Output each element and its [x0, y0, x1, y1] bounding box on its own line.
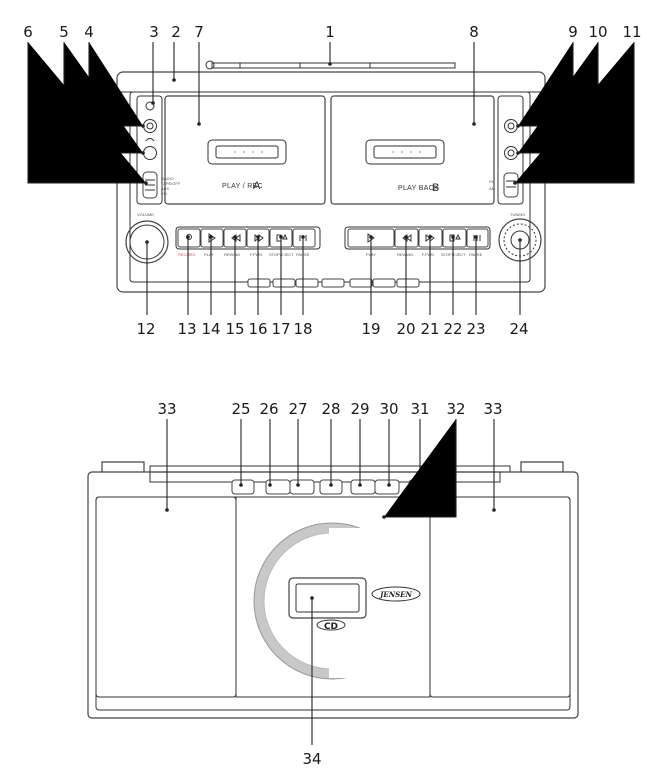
- prev-button[interactable]: [350, 479, 376, 495]
- cd-repeat-button-top[interactable]: [295, 278, 319, 288]
- mic-volume[interactable]: [504, 146, 518, 160]
- ffwd-a-label: F.FWD: [250, 252, 262, 257]
- callout-6: 6: [23, 23, 33, 41]
- cd-stop-button-top[interactable]: [321, 278, 345, 288]
- deck-a-letter: A: [253, 180, 261, 192]
- deck-b-letter: B: [432, 182, 440, 194]
- callout-1: 1: [325, 23, 335, 41]
- rewind-a-label: REWIND: [224, 252, 240, 257]
- antenna: [205, 60, 456, 70]
- callout-14: 14: [201, 320, 220, 338]
- callout-33-left: 33: [157, 400, 176, 418]
- callout-7: 7: [194, 23, 204, 41]
- front-callouts: 25 26 27 28 29 30 31 32 33 33 34: [157, 400, 502, 768]
- front-view: JENSEN CD: [87, 400, 579, 768]
- callout-9: 9: [568, 23, 578, 41]
- band-switch[interactable]: [503, 172, 519, 198]
- stop-eject-a-label: STOP/EJECT: [269, 252, 294, 257]
- cd-prev-button-top[interactable]: [349, 278, 373, 288]
- callout-4: 4: [84, 23, 94, 41]
- callout-12: 12: [136, 320, 155, 338]
- repeat-button[interactable]: [289, 479, 315, 495]
- deck-a-label: PLAY / REC: [222, 183, 263, 190]
- band-label-fm: FM: [489, 179, 495, 184]
- cd-display: [288, 577, 367, 619]
- callout-25: 25: [231, 400, 250, 418]
- headphone-jack[interactable]: [143, 146, 157, 160]
- callout-27: 27: [288, 400, 307, 418]
- deck-b-buttons: PLAY REWIND F.FWD STOP/EJECT PAUSE: [344, 226, 491, 257]
- callout-30: 30: [379, 400, 398, 418]
- callout-11: 11: [622, 23, 641, 41]
- right-speaker: [429, 496, 571, 698]
- callout-21: 21: [420, 320, 439, 338]
- callout-13: 13: [177, 320, 196, 338]
- stop-eject-b-label: STOP/EJECT: [441, 252, 466, 257]
- band-label-am: AM: [489, 186, 495, 191]
- front-leader-lines: [165, 419, 496, 745]
- function-label-tape: TAPE/OFF: [161, 181, 181, 186]
- record-label: RECORD: [178, 252, 195, 257]
- power-led: [145, 101, 155, 111]
- left-speaker: [95, 496, 237, 698]
- callout-26: 26: [259, 400, 278, 418]
- deck-b-label: PLAY BACK: [398, 185, 439, 192]
- callout-31: 31: [410, 400, 429, 418]
- cd-open-button-top[interactable]: [396, 278, 420, 288]
- program-button[interactable]: [231, 479, 255, 495]
- callout-18: 18: [293, 320, 312, 338]
- cd-program-button-top[interactable]: [247, 278, 271, 288]
- function-label-cd: CD: [161, 191, 167, 196]
- deck-a-buttons: RECORD PLAY REWIND F.FWD STOP/EJECT PAUS…: [175, 226, 321, 257]
- callout-32: 32: [446, 400, 465, 418]
- callout-8: 8: [469, 23, 479, 41]
- cd-logo: CD: [324, 622, 338, 632]
- callout-2: 2: [171, 23, 181, 41]
- top-callouts: 1 2 3 4 5 6 7 8 9 10 11 12 13 14 15 16 1…: [23, 23, 641, 338]
- callout-3: 3: [149, 23, 159, 41]
- callout-5: 5: [59, 23, 69, 41]
- tuning-label: TUNING: [510, 212, 525, 217]
- callout-20: 20: [396, 320, 415, 338]
- callout-29: 29: [350, 400, 369, 418]
- mic-jack[interactable]: [504, 119, 518, 133]
- function-label-radio: RADIO: [161, 176, 174, 181]
- callout-22: 22: [443, 320, 462, 338]
- next-button[interactable]: [374, 479, 400, 495]
- play-a-label: PLAY: [204, 252, 214, 257]
- callout-33-right: 33: [483, 400, 502, 418]
- rewind-b-label: REWIND: [397, 252, 413, 257]
- cd-control-strip-top: [247, 278, 420, 288]
- top-leader-lines: [27, 42, 635, 315]
- cd-play-pause-button-top[interactable]: [272, 278, 296, 288]
- callout-34: 34: [302, 750, 321, 768]
- deck-a[interactable]: PLAY / REC A: [164, 95, 326, 205]
- callout-17: 17: [271, 320, 290, 338]
- aux-in-jack[interactable]: [143, 119, 157, 133]
- callout-15: 15: [225, 320, 244, 338]
- callout-23: 23: [466, 320, 485, 338]
- callout-19: 19: [361, 320, 380, 338]
- ffwd-b-label: F.FWD: [422, 252, 434, 257]
- cd-door[interactable]: [235, 496, 431, 698]
- callout-16: 16: [248, 320, 267, 338]
- callout-24: 24: [509, 320, 528, 338]
- volume-label: VOLUME: [137, 212, 154, 217]
- brand-logo: JENSEN: [378, 590, 412, 599]
- top-view: RADIO TAPE/OFF AUX CD PLAY / REC A PLAY …: [23, 23, 641, 338]
- callout-10: 10: [588, 23, 607, 41]
- deck-b[interactable]: PLAY BACK B: [330, 95, 495, 205]
- cd-next-button-top[interactable]: [372, 278, 396, 288]
- callout-28: 28: [321, 400, 340, 418]
